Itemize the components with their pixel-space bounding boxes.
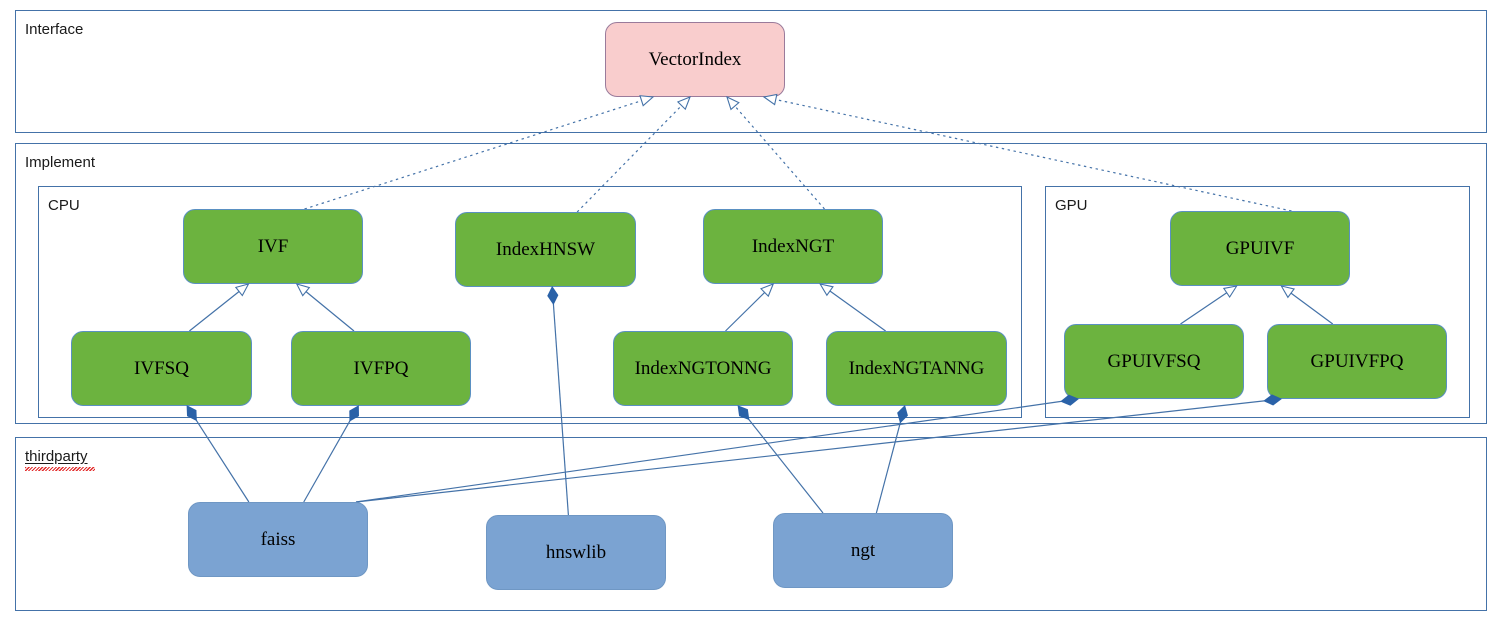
node-label-ivfsq: IVFSQ [134,358,189,379]
node-indexngtanng[interactable]: IndexNGTANNG [826,331,1007,406]
node-gpuivfsq[interactable]: GPUIVFSQ [1064,324,1244,399]
node-hnswlib[interactable]: hnswlib [486,515,666,590]
node-label-ivf: IVF [257,236,289,257]
node-label-gpuivfsq: GPUIVFSQ [1107,351,1201,372]
node-gpuivf[interactable]: GPUIVF [1170,211,1350,286]
node-vectorindex[interactable]: VectorIndex [605,22,785,97]
node-label-gpuivfpq: GPUIVFPQ [1310,351,1404,372]
node-label-indexngt: IndexNGT [751,236,835,257]
node-indexngt[interactable]: IndexNGT [703,209,883,284]
node-label-ivfpq: IVFPQ [353,358,409,379]
group-label-gpu: GPU [1055,197,1088,214]
node-ivfsq[interactable]: IVFSQ [71,331,252,406]
node-label-indexhnsw: IndexHNSW [495,239,596,260]
node-label-indexngtonng: IndexNGTONNG [634,358,772,379]
node-label-gpuivf: GPUIVF [1225,238,1295,259]
node-gpuivfpq[interactable]: GPUIVFPQ [1267,324,1447,399]
node-label-ngt: ngt [850,540,876,561]
node-label-hnswlib: hnswlib [545,542,607,563]
group-label-interface: Interface [25,21,84,38]
node-indexngtonng[interactable]: IndexNGTONNG [613,331,793,406]
spellcheck-squiggle-thirdparty [25,467,95,471]
node-indexhnsw[interactable]: IndexHNSW [455,212,636,287]
node-ngt[interactable]: ngt [773,513,953,588]
group-label-cpu: CPU [48,197,80,214]
node-label-indexngtanng: IndexNGTANNG [848,358,985,379]
group-label-thirdparty: thirdparty [25,448,88,465]
group-label-implement: Implement [25,154,96,171]
node-ivfpq[interactable]: IVFPQ [291,331,471,406]
node-label-vectorindex: VectorIndex [648,49,742,70]
node-label-faiss: faiss [260,529,296,550]
node-ivf[interactable]: IVF [183,209,363,284]
node-faiss[interactable]: faiss [188,502,368,577]
